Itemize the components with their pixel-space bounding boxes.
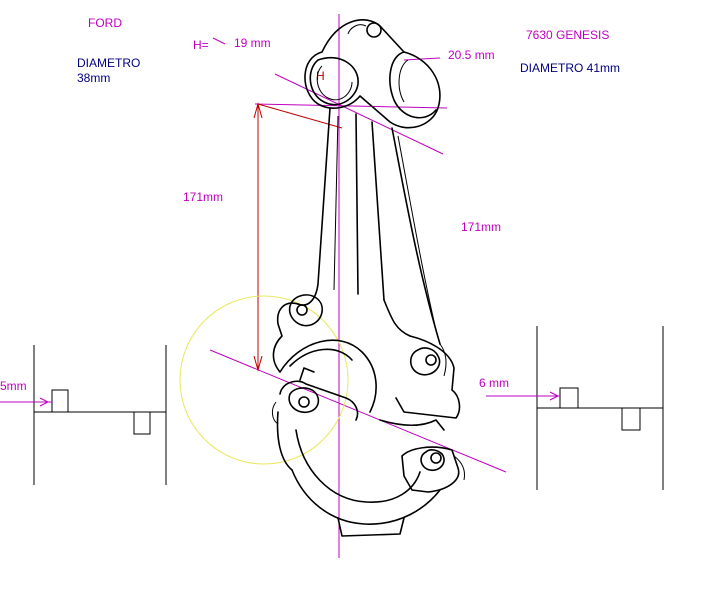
diametro-left-label: DIAMETRO bbox=[77, 56, 140, 70]
length-right-label: 171mm bbox=[461, 220, 501, 234]
small-end-axis-line bbox=[274, 73, 444, 155]
ford-label: FORD bbox=[88, 16, 122, 30]
arrow-right-icon-2 bbox=[549, 391, 560, 401]
right-width-label: 20.5 mm bbox=[448, 48, 495, 62]
arrow-up-icon bbox=[253, 102, 263, 119]
h-equals-label: H= bbox=[193, 38, 209, 52]
h-tick-line bbox=[212, 37, 226, 45]
yellow-reference-circle bbox=[179, 295, 349, 465]
h-value-label: 19 mm bbox=[234, 36, 271, 50]
top-reference-line bbox=[254, 103, 448, 109]
arrow-down-icon bbox=[253, 355, 263, 372]
length-left-label: 171mm bbox=[183, 190, 223, 204]
diametro-left-value: 38mm bbox=[77, 71, 110, 85]
diametro-right-label: DIAMETRO 41mm bbox=[520, 61, 620, 75]
left-offset-schematic bbox=[0, 345, 167, 485]
genesis-label: 7630 GENESIS bbox=[526, 28, 609, 42]
offset-right-label: 6 mm bbox=[479, 376, 509, 390]
width-tick-line bbox=[403, 57, 441, 61]
right-offset-schematic bbox=[486, 326, 664, 490]
length-dimension-top bbox=[257, 103, 343, 129]
arrow-right-icon bbox=[39, 397, 50, 407]
connecting-rod-drawing bbox=[271, 19, 465, 537]
h-marker-label: H bbox=[316, 69, 325, 83]
offset-left-label: 5mm bbox=[0, 379, 27, 393]
